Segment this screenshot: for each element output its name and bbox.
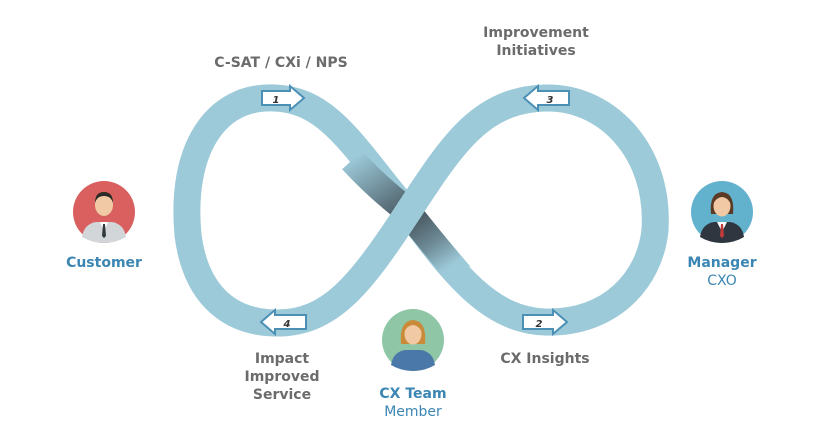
arrow-2-icon: 2 <box>522 307 569 337</box>
manager-label: Manager CXO <box>672 254 772 290</box>
arrow-1-number: 1 <box>273 95 280 106</box>
customer-label: Customer <box>66 255 142 271</box>
impact-line-1: Impact <box>254 351 310 367</box>
arrow-4-icon: 4 <box>259 307 307 337</box>
manager-name: Manager <box>687 255 757 271</box>
csat-label: C-SAT / CXi / NPS <box>214 55 348 71</box>
manager-avatar <box>691 181 753 243</box>
customer-avatar <box>73 181 135 243</box>
cx-team-label: CX Team Member <box>363 385 463 421</box>
improvement-line-2: Initiatives <box>496 43 576 59</box>
impact-line-3: Service <box>252 387 312 403</box>
arrow-2-number: 2 <box>536 319 543 330</box>
arrow-1-icon: 1 <box>261 83 306 113</box>
impact-line-2: Improved <box>244 369 320 385</box>
manager-role: CXO <box>707 273 737 289</box>
cx-team-name: CX Team <box>379 386 447 402</box>
arrow-4-number: 4 <box>283 319 291 330</box>
improvement-line-1: Improvement <box>483 25 589 41</box>
cx-team-role: Member <box>384 404 442 420</box>
loop-band-right-top <box>174 84 669 337</box>
arrow-3-number: 3 <box>547 95 554 106</box>
cx-team-avatar <box>382 309 444 371</box>
improvement-initiatives-label: Improvement Initiatives <box>476 24 596 60</box>
arrow-3-icon: 3 <box>522 83 570 113</box>
cx-insights-label: CX Insights <box>500 351 590 367</box>
impact-improved-service-label: Impact Improved Service <box>232 350 332 404</box>
